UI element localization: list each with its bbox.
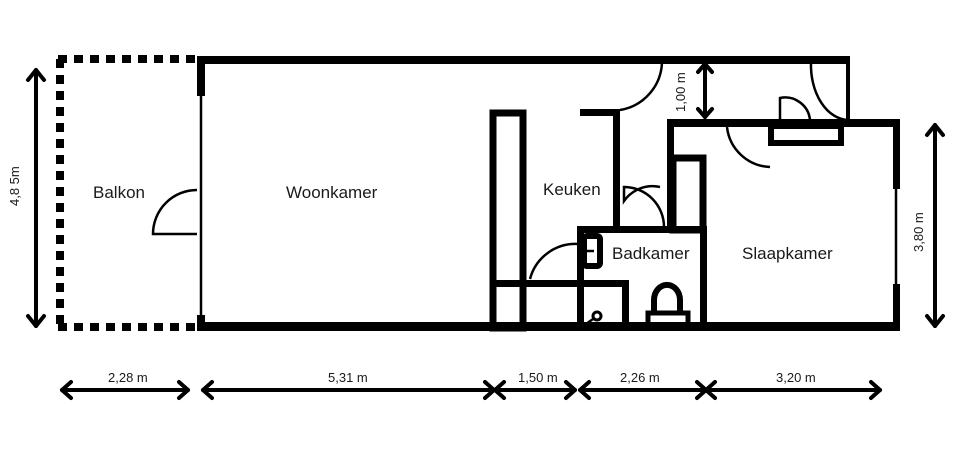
door-hallway-right: [809, 61, 849, 122]
balcony-outline: [56, 55, 198, 331]
dimension-balkon-width: [60, 380, 190, 400]
dimension-label-badkamer-width: 2,26 m: [620, 370, 660, 385]
dimension-label-balkon-width: 2,28 m: [108, 370, 148, 385]
room-label-balkon: Balkon: [93, 183, 145, 202]
dimension-label-keuken-width: 1,50 m: [518, 370, 558, 385]
dimension-label-slaapkamer-width: 3,20 m: [776, 370, 816, 385]
door-keuken: [622, 184, 666, 228]
dimension-slaapkamer-height: 3,80 m: [911, 123, 945, 328]
dimension-label-woonkamer-width: 5,31 m: [328, 370, 368, 385]
room-label-keuken: Keuken: [543, 180, 601, 199]
door-wardrobe: [778, 96, 812, 121]
room-label-slaapkamer: Slaapkamer: [742, 244, 833, 263]
door-slaapkamer: [725, 126, 771, 169]
doors: [151, 61, 849, 280]
room-label-badkamer: Badkamer: [612, 244, 690, 263]
dimension-balkon-height: 4,8 5m: [7, 68, 46, 328]
dimension-label-hallway-width: 1,00 m: [673, 72, 688, 112]
dimension-label-balkon-height: 4,8 5m: [7, 166, 22, 206]
interior-walls: [489, 109, 844, 332]
dimension-label-slaapkamer-height: 3,80 m: [911, 212, 926, 252]
dimension-keuken-width: [493, 380, 577, 400]
door-balkon: [151, 188, 198, 236]
door-hallway-left: [619, 61, 664, 112]
dimension-hallway-width: 1,00 m: [673, 62, 714, 119]
door-badkamer: [528, 242, 579, 280]
room-label-woonkamer: Woonkamer: [286, 183, 378, 202]
dimension-slaapkamer-width: [704, 380, 882, 400]
dimension-row: 2,28 m 5,31 m 1,50 m 2,26 m 3,20 m: [60, 370, 882, 400]
